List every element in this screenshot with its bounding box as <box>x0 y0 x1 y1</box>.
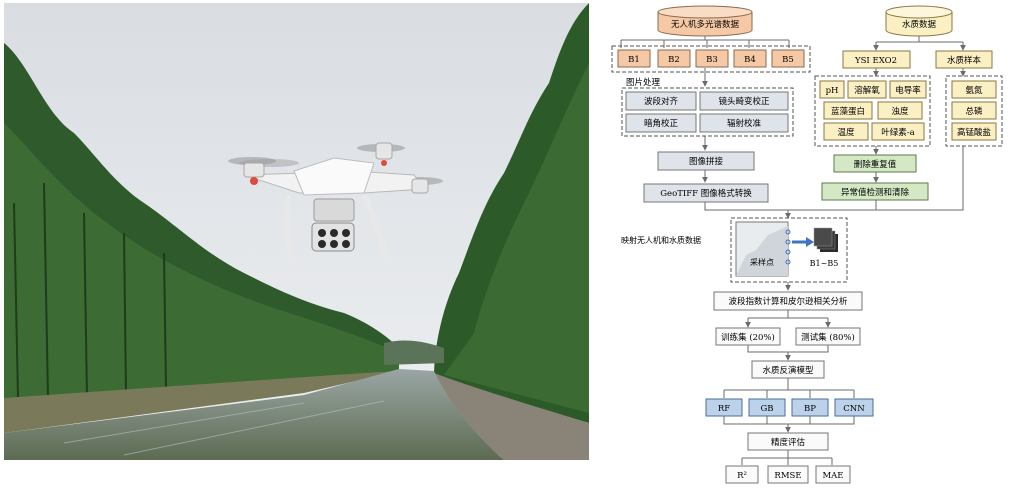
drone-over-river-photo <box>4 3 589 460</box>
index-calculation: 波段指数计算和皮尔逊相关分析 <box>728 296 848 307</box>
water-sample: 水质样本 <box>947 55 982 66</box>
metric-boxes: R² RMSE MAE <box>725 465 851 484</box>
band-b1: B1 <box>628 55 640 65</box>
param-temperature: 温度 <box>837 127 855 138</box>
param-ph: pH <box>826 86 839 96</box>
outlier-detection: 异常值检测和清除 <box>841 187 910 198</box>
metric-r2: R² <box>737 471 747 481</box>
uav-db-label: 无人机多光谱数据 <box>671 19 740 30</box>
param-total-phosphorus: 总磷 <box>965 106 983 117</box>
param-dissolved-oxygen: 溶解氧 <box>854 85 880 96</box>
processing-steps: 波段对齐 镜头畸变校正 暗角校正 辐射校准 <box>625 91 789 133</box>
methodology-flowchart: 无人机多光谱数据 水质数据 B1 B2 B3 B4 B5 图片处理 波段对齐 镜… <box>611 5 1003 484</box>
geotiff-conversion: GeoTIFF 图像格式转换 <box>660 188 752 199</box>
ysi-exo2: YSI EXO2 <box>854 56 897 66</box>
param-permanganate: 高锰酸盐 <box>957 127 992 138</box>
model-boxes: RF GB BP CNN <box>705 398 874 417</box>
left-bank <box>4 371 399 433</box>
remove-duplicates: 删除重复值 <box>854 159 897 170</box>
sample-parameters: 氨氮 总磷 高锰酸盐 <box>951 80 997 141</box>
bands-range-label: B1~B5 <box>810 259 839 268</box>
model-rf: RF <box>718 404 730 414</box>
water-quality-database: 水质数据 <box>885 5 953 37</box>
band-b2: B2 <box>668 55 680 65</box>
model-bp: BP <box>804 404 816 414</box>
model-cnn: CNN <box>843 404 865 414</box>
ysi-parameters: pH 溶解氧 电导率 蓝藻蛋白 浊度 温度 叶绿素-a <box>819 80 927 141</box>
param-phycocyanin: 蓝藻蛋白 <box>831 106 865 117</box>
param-turbidity: 浊度 <box>891 106 909 117</box>
inversion-model: 水质反演模型 <box>762 365 814 376</box>
water-db-label: 水质数据 <box>902 19 937 30</box>
band-boxes: B1 B2 B3 B4 B5 <box>617 49 805 68</box>
mapping-label: 映射无人机和水质数据 <box>621 235 701 245</box>
image-stitching: 图像拼接 <box>689 156 724 167</box>
test-set: 测试集 (80%) <box>801 332 855 343</box>
lens-distortion-correction: 镜头畸变校正 <box>718 96 770 107</box>
right-bank <box>434 373 589 460</box>
vignetting-correction: 暗角校正 <box>644 118 679 129</box>
mapping-block: 映射无人机和水质数据 采样点 B1~B5 <box>621 217 848 283</box>
sample-point-label: 采样点 <box>750 257 774 267</box>
param-ammonia-nitrogen: 氨氮 <box>965 85 983 96</box>
accuracy-evaluation: 精度评估 <box>771 437 806 448</box>
image-processing-label: 图片处理 <box>626 77 661 88</box>
uav-multispectral-database: 无人机多光谱数据 <box>657 5 753 37</box>
river <box>4 369 504 460</box>
metric-mae: MAE <box>822 471 843 481</box>
drone <box>228 142 443 270</box>
band-b5: B5 <box>782 55 794 65</box>
metric-rmse: RMSE <box>774 471 801 481</box>
radiometric-calibration: 辐射校准 <box>727 118 762 129</box>
param-chlorophyll-a: 叶绿素-a <box>881 127 914 138</box>
training-set: 训练集 (20%) <box>721 332 775 343</box>
param-conductivity: 电导率 <box>895 85 921 96</box>
model-gb: GB <box>760 404 773 414</box>
band-b3: B3 <box>706 55 718 65</box>
band-alignment: 波段对齐 <box>644 96 679 107</box>
band-b4: B4 <box>744 55 756 65</box>
